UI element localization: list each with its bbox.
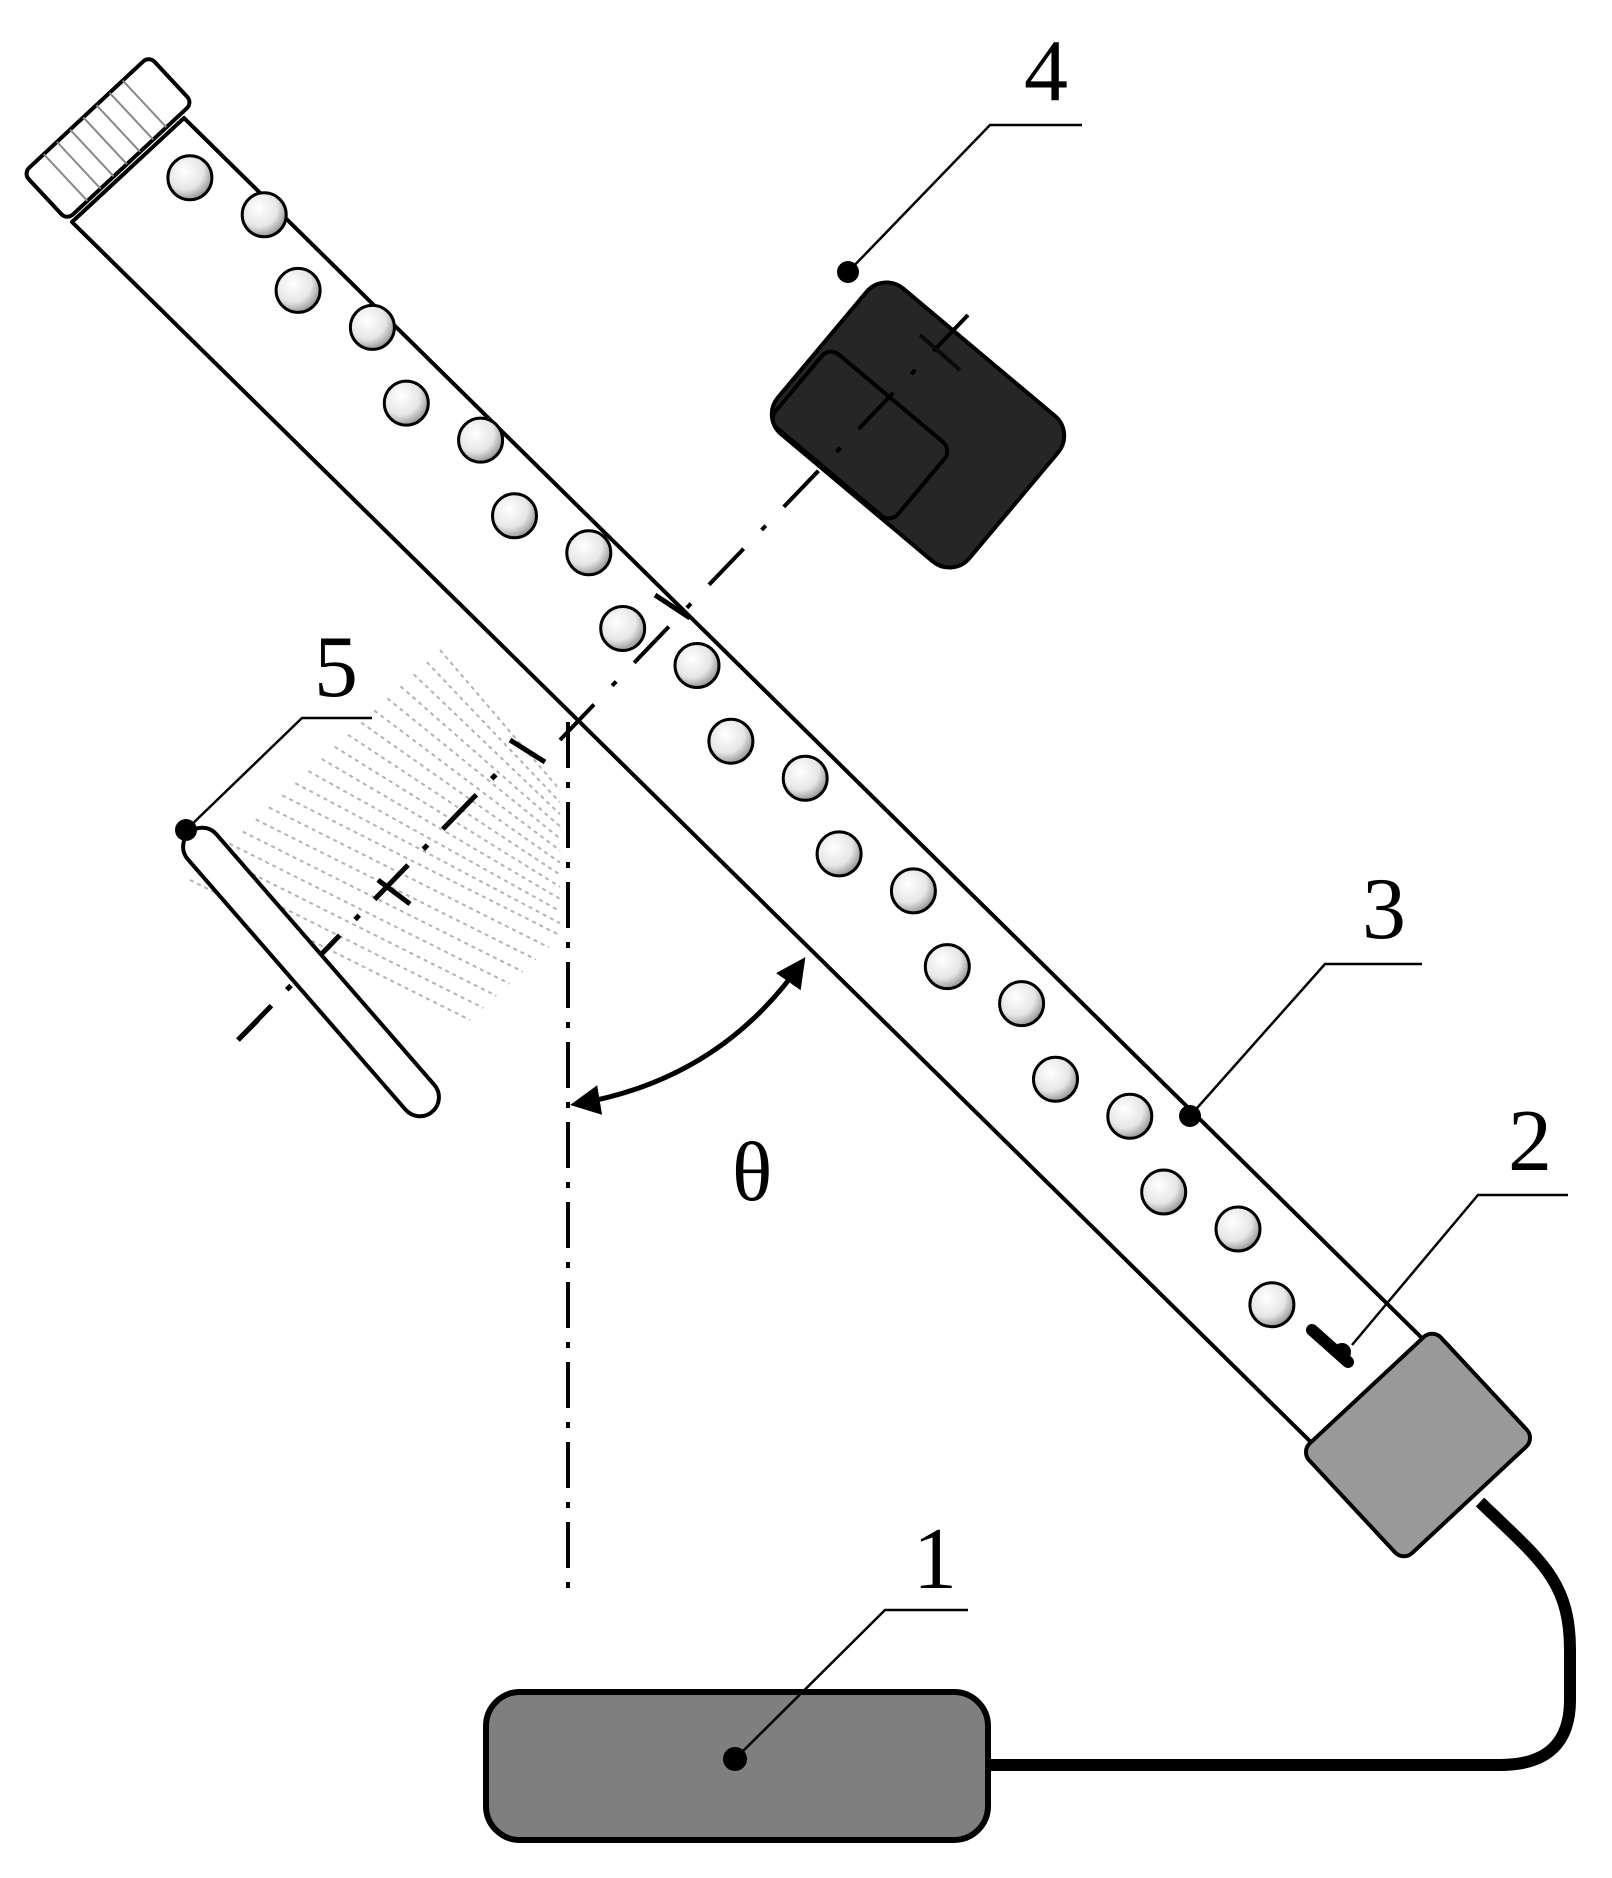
- angle-theta-label: θ: [732, 1126, 772, 1219]
- bubble: [457, 416, 505, 464]
- bubble: [923, 943, 971, 991]
- bubble: [1248, 1281, 1296, 1329]
- hatch-line: [321, 758, 561, 900]
- bubble: [998, 980, 1046, 1028]
- light-panel-hatch: [189, 649, 561, 1021]
- hatch-line: [386, 697, 561, 840]
- bubble: [707, 717, 755, 765]
- leader-5: [185, 716, 372, 831]
- bubble: [889, 867, 937, 915]
- bubble: [348, 303, 396, 351]
- hatch-line: [347, 733, 561, 876]
- hatch-line: [439, 649, 561, 791]
- bubble: [1214, 1205, 1262, 1253]
- gas-inlet-nozzle: [1306, 1324, 1354, 1368]
- bubble: [599, 605, 647, 652]
- leader-2: [1351, 1193, 1568, 1346]
- label-4: 4: [1024, 23, 1068, 120]
- hatch-line: [294, 782, 561, 925]
- bubble: [815, 830, 863, 878]
- angle-arc: [570, 957, 806, 1115]
- label-1: 1: [913, 1511, 957, 1608]
- tube-cap: [24, 57, 192, 219]
- light-panel-axis: [236, 758, 512, 1042]
- bubble-column: [24, 57, 1502, 1520]
- bubble: [166, 154, 214, 202]
- bubble: [1032, 1055, 1079, 1103]
- label-3: 3: [1362, 861, 1406, 958]
- bubble: [382, 379, 430, 427]
- connector-hose: [985, 1497, 1576, 1771]
- bubble: [240, 191, 288, 239]
- hatch-line: [399, 685, 561, 828]
- label-2: 2: [1508, 1093, 1552, 1190]
- hatch-line: [360, 721, 561, 864]
- bubbles: [166, 154, 1296, 1329]
- bubble: [673, 642, 721, 689]
- label-5: 5: [314, 619, 358, 716]
- bubble: [1140, 1168, 1188, 1216]
- bubble: [491, 492, 538, 540]
- leader-3: [1189, 962, 1422, 1117]
- hatch-line: [373, 709, 561, 852]
- hatch-line: [426, 661, 561, 803]
- bubble: [1106, 1092, 1154, 1140]
- light-panel: [181, 649, 561, 1119]
- leader-4: [847, 123, 1082, 273]
- bubble: [781, 754, 829, 802]
- hatch-line: [281, 794, 561, 937]
- camera: [558, 261, 1067, 742]
- hatch-line: [413, 673, 561, 815]
- leader-1: [734, 1608, 968, 1760]
- bubble: [274, 266, 322, 314]
- callout-leaders: [185, 123, 1568, 1760]
- connector-block: [1303, 1331, 1533, 1559]
- camera-optical-axis: [558, 313, 970, 742]
- bubble: [565, 529, 613, 577]
- hatch-line: [268, 806, 550, 949]
